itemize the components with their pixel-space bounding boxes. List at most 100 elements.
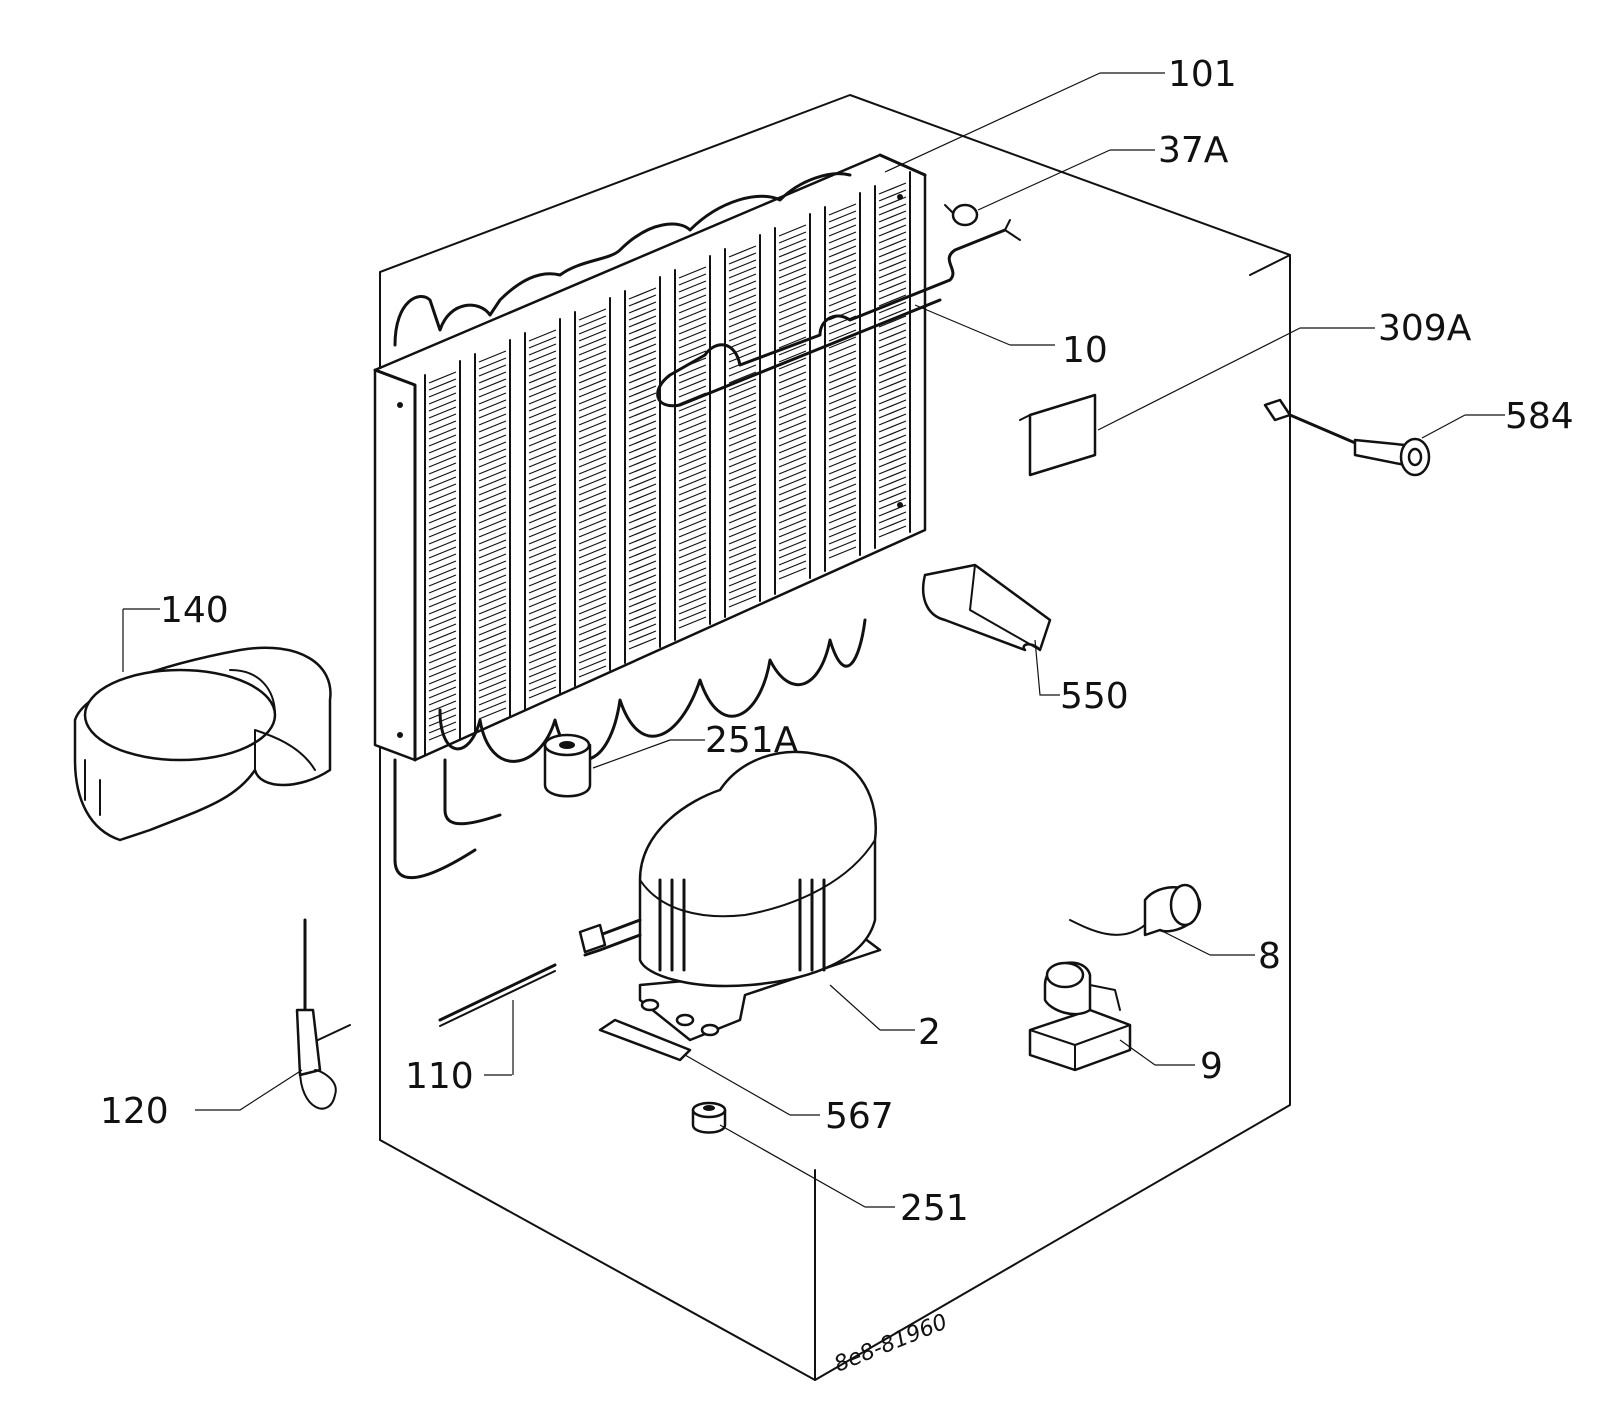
condenser-fin-hatch <box>678 322 707 335</box>
condenser-fin-hatch <box>778 399 807 412</box>
relay[interactable] <box>1028 961 1132 1072</box>
condenser-fin-hatch <box>478 686 507 699</box>
condenser[interactable] <box>373 153 927 880</box>
condenser-fin-hatch <box>828 287 857 300</box>
condenser-fin-hatch <box>578 497 607 510</box>
condenser-fin-hatch <box>678 525 707 538</box>
condenser-fin-hatch <box>678 294 707 307</box>
condenser-fin-hatch <box>628 308 657 321</box>
condenser-fin-hatch <box>728 539 757 552</box>
compressor[interactable] <box>578 750 882 1042</box>
condenser-fin-hatch <box>878 462 907 475</box>
condenser-fin-hatch <box>728 350 757 363</box>
drip-tray[interactable] <box>73 646 332 842</box>
condenser-fin-hatch <box>428 476 457 489</box>
condenser-fin-hatch <box>478 357 507 370</box>
condenser-fin-hatch <box>678 266 707 279</box>
condenser-fin-hatch <box>828 406 857 419</box>
condenser-fin-hatch <box>678 378 707 391</box>
condenser-fin-hatch <box>678 287 707 300</box>
condenser-fin-hatch <box>578 336 607 349</box>
condenser-fin-hatch <box>678 308 707 321</box>
clip[interactable] <box>921 563 1052 652</box>
condenser-fin-hatch <box>778 420 807 433</box>
condenser-fin-hatch <box>878 385 907 398</box>
filter-drier[interactable] <box>295 918 351 1110</box>
condenser-fin-hatch <box>728 378 757 391</box>
bush[interactable] <box>543 733 592 798</box>
condenser-fin-hatch <box>578 532 607 545</box>
condenser-fin-hatch <box>478 483 507 496</box>
condenser-fin-hatch <box>878 364 907 377</box>
condenser-fin-hatch <box>478 378 507 391</box>
bracket[interactable] <box>1019 393 1097 477</box>
condenser-fin-hatch <box>628 399 657 412</box>
condenser-fin-hatch <box>578 658 607 671</box>
condenser-fin-hatch <box>728 560 757 573</box>
condenser-fin-hatch <box>878 280 907 293</box>
mounting-plate[interactable] <box>598 1018 692 1062</box>
condenser-fin-hatch <box>828 441 857 454</box>
condenser-fin-hatch <box>778 434 807 447</box>
condenser-fin-hatch <box>878 497 907 510</box>
condenser-fin-band <box>724 234 761 618</box>
condenser-fin-hatch <box>828 490 857 503</box>
rubber-grommet[interactable] <box>691 1101 727 1134</box>
grommet-cable[interactable] <box>1263 398 1431 477</box>
condenser-fin-hatch <box>528 651 557 664</box>
condenser-fin-hatch <box>428 483 457 496</box>
capillary-tube[interactable] <box>438 963 557 1027</box>
condenser-fin-hatch <box>528 665 557 678</box>
drain-pipe[interactable] <box>656 219 1021 408</box>
condenser-fin-hatch <box>728 273 757 286</box>
condenser-fin-hatch <box>528 329 557 342</box>
condenser-fin-hatch <box>528 420 557 433</box>
condenser-fin-hatch <box>828 350 857 363</box>
condenser-fin-hatch <box>878 525 907 538</box>
condenser-fin-hatch <box>528 350 557 363</box>
condenser-fin-hatch <box>778 322 807 335</box>
condenser-fin-hatch <box>428 546 457 559</box>
condenser-fin-hatch <box>578 665 607 678</box>
condenser-fin-hatch <box>828 273 857 286</box>
condenser-fin-hatch <box>478 665 507 678</box>
condenser-fin-hatch <box>478 637 507 650</box>
condenser-fin-hatch <box>678 581 707 594</box>
condenser-fin-hatch <box>878 406 907 419</box>
condenser-fin-hatch <box>478 364 507 377</box>
condenser-fin-hatch <box>778 301 807 314</box>
condenser-fin-hatch <box>728 280 757 293</box>
condenser-fin-hatch <box>428 602 457 615</box>
condenser-fin-hatch <box>478 490 507 503</box>
condenser-fin-hatch <box>678 609 707 622</box>
condenser-fin-hatch <box>578 420 607 433</box>
condenser-fin-hatch <box>828 413 857 426</box>
condenser-fin-hatch <box>778 553 807 566</box>
condenser-fin-hatch <box>428 609 457 622</box>
condenser-fin-hatch <box>678 406 707 419</box>
label-140: 140 <box>160 590 229 631</box>
condenser-fin-hatch <box>628 581 657 594</box>
condenser-fin-hatch <box>428 665 457 678</box>
condenser-fin-hatch <box>678 595 707 608</box>
condenser-fin-hatch <box>828 336 857 349</box>
condenser-fin-hatch <box>728 504 757 517</box>
condenser-fin-hatch <box>778 567 807 580</box>
overload-protector[interactable] <box>1069 883 1202 937</box>
condenser-fin-hatch <box>878 336 907 349</box>
condenser-fin-hatch <box>728 525 757 538</box>
condenser-fin-hatch <box>428 385 457 398</box>
condenser-fin-hatch <box>528 343 557 356</box>
condenser-fin-hatch <box>728 343 757 356</box>
condenser-fin-hatch <box>578 476 607 489</box>
condenser-fin-hatch <box>628 567 657 580</box>
condenser-fin-hatch <box>828 357 857 370</box>
label-8: 8 <box>1258 936 1281 977</box>
condenser-fin-hatch <box>628 315 657 328</box>
condenser-fin-hatch <box>778 406 807 419</box>
condenser-fin-hatch <box>778 476 807 489</box>
condenser-fin-hatch <box>878 448 907 461</box>
condenser-fin-hatch <box>428 658 457 671</box>
plug[interactable] <box>944 203 979 227</box>
condenser-fin-hatch <box>628 476 657 489</box>
